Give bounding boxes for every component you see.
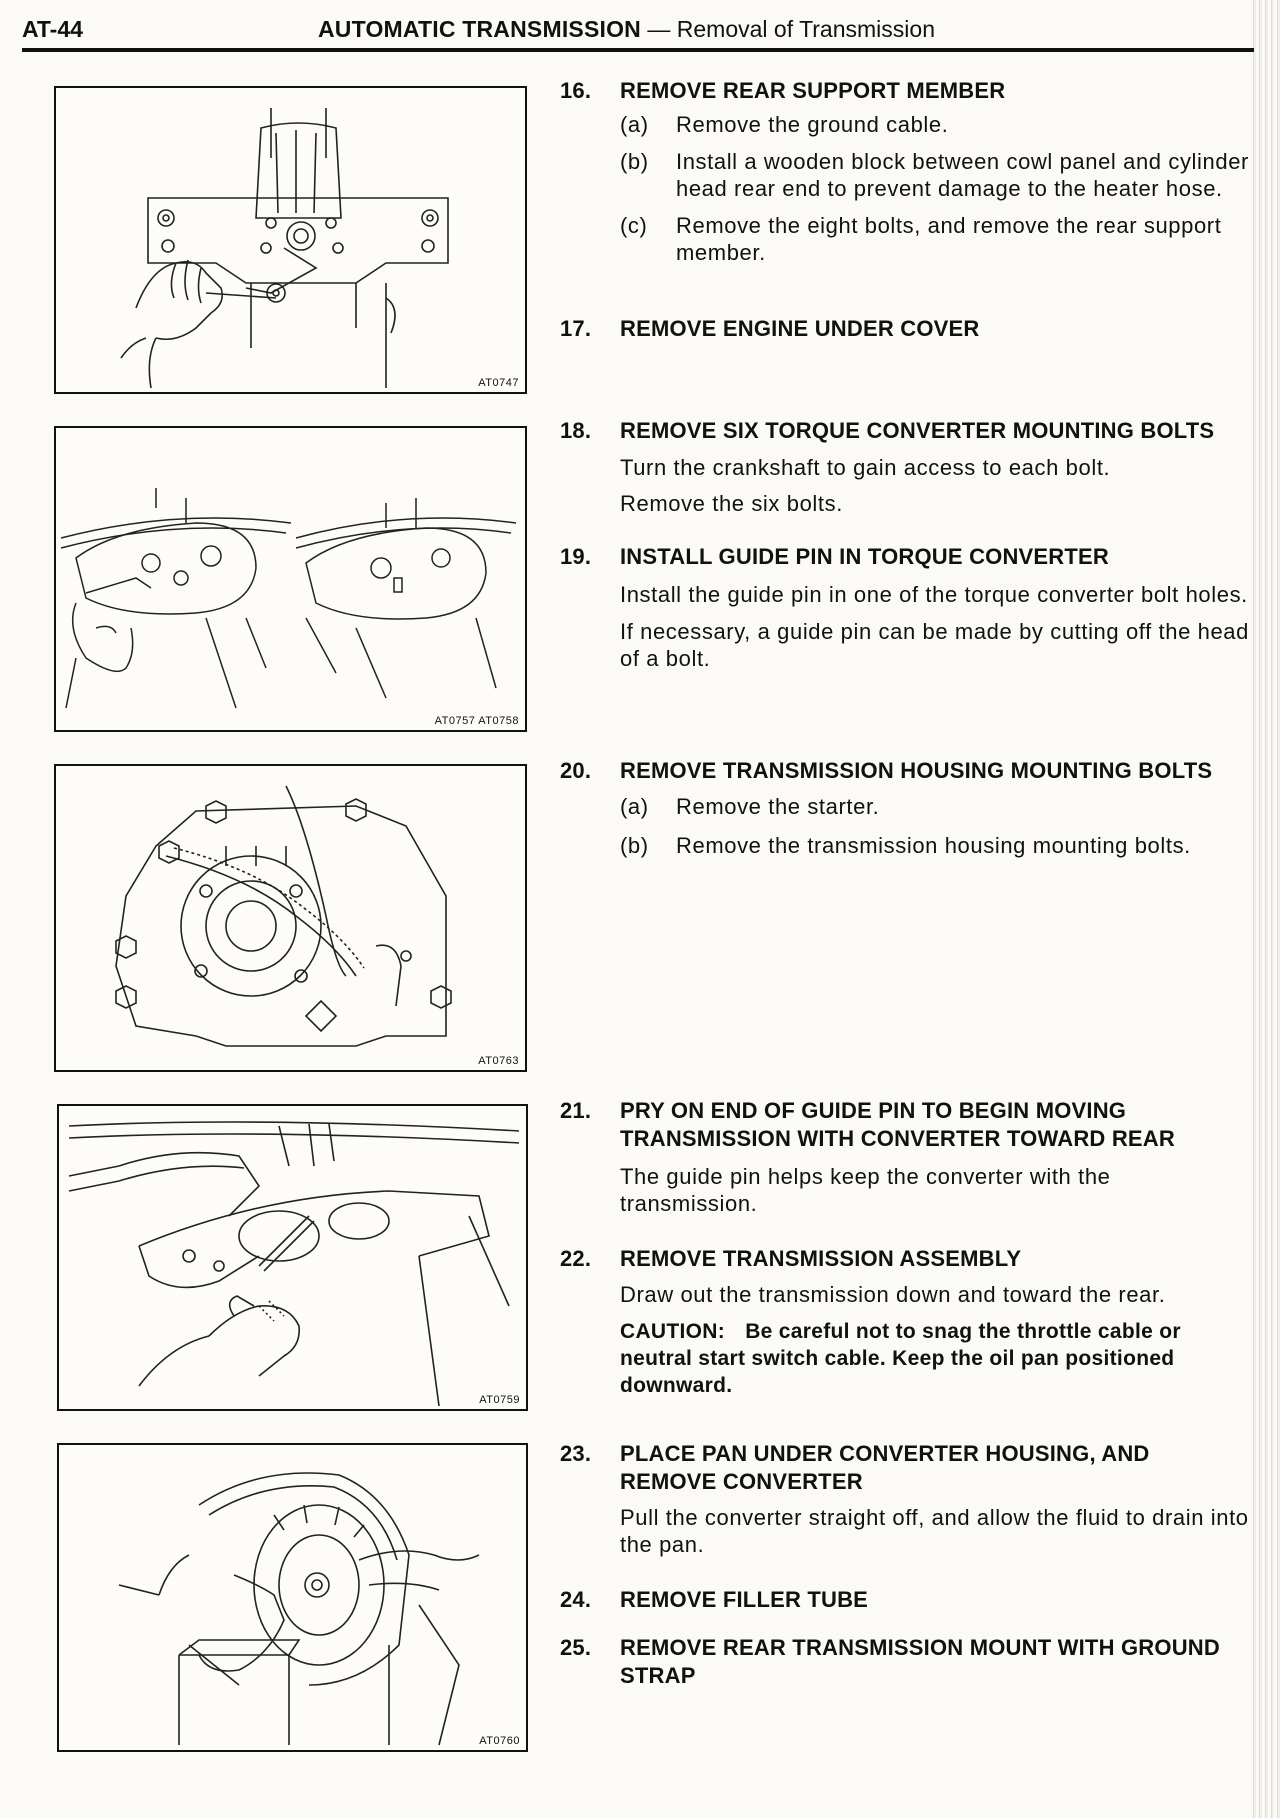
step-paragraph: Remove the six bolts.: [620, 491, 843, 516]
step-number: 20.: [560, 758, 592, 783]
step-heading: 25. REMOVE REAR TRANSMISSION MOUNT WITH …: [560, 1634, 1250, 1690]
step-number: 22.: [560, 1246, 592, 1271]
chapter-title: AUTOMATIC TRANSMISSION: [318, 16, 641, 42]
step-number: 16.: [560, 78, 592, 103]
step-title: REMOVE REAR SUPPORT MEMBER: [620, 78, 1006, 103]
page-edge-scan-shadow: [1250, 0, 1280, 1818]
figure-code: AT0757 AT0758: [434, 715, 519, 727]
step-paragraph: Draw out the transmission down and towar…: [620, 1282, 1166, 1307]
step-title: REMOVE ENGINE UNDER COVER: [620, 316, 980, 341]
caution-text: Be careful not to snag the throttle cabl…: [620, 1320, 1181, 1397]
step-paragraph: Turn the crankshaft to gain access to ea…: [620, 455, 1111, 480]
step-number: 23.: [560, 1441, 592, 1466]
substep-letter: (a): [620, 794, 649, 819]
step-24: 24. REMOVE FILLER TUBE: [560, 1586, 1250, 1614]
figure-code: AT0747: [478, 377, 519, 389]
caution-note: CAUTION: Be careful not to snag the thro…: [560, 1318, 1250, 1399]
step-heading: 22. REMOVE TRANSMISSION ASSEMBLY: [560, 1245, 1250, 1273]
step-19: 19. INSTALL GUIDE PIN IN TORQUE CONVERTE…: [560, 543, 1250, 672]
step-paragraph: Pull the converter straight off, and all…: [620, 1505, 1249, 1557]
figure-transmission-housing-bolts: AT0763: [54, 764, 527, 1072]
step-number: 21.: [560, 1098, 592, 1123]
step-paragraph: The guide pin helps keep the converter w…: [620, 1164, 1111, 1216]
step-title: PRY ON END OF GUIDE PIN TO BEGIN MOVING …: [620, 1098, 1175, 1151]
step-heading: 16. REMOVE REAR SUPPORT MEMBER: [560, 77, 1250, 105]
running-title: AUTOMATIC TRANSMISSION — Removal of Tran…: [318, 16, 935, 43]
step-heading: 23. PLACE PAN UNDER CONVERTER HOUSING, A…: [560, 1440, 1250, 1496]
step-title: REMOVE TRANSMISSION ASSEMBLY: [620, 1246, 1022, 1271]
step-23: 23. PLACE PAN UNDER CONVERTER HOUSING, A…: [560, 1440, 1250, 1558]
substep-letter: (b): [620, 149, 649, 174]
step-number: 24.: [560, 1587, 592, 1612]
step-title: REMOVE REAR TRANSMISSION MOUNT WITH GROU…: [620, 1635, 1220, 1688]
page-header: AT-44 AUTOMATIC TRANSMISSION — Removal o…: [22, 14, 1254, 52]
step-title: INSTALL GUIDE PIN IN TORQUE CONVERTER: [620, 544, 1109, 569]
step-22: 22. REMOVE TRANSMISSION ASSEMBLY Draw ou…: [560, 1245, 1250, 1399]
step-17: 17. REMOVE ENGINE UNDER COVER: [560, 315, 1250, 343]
substep-text: Remove the ground cable.: [676, 112, 949, 137]
step-title: REMOVE SIX TORQUE CONVERTER MOUNTING BOL…: [620, 418, 1215, 443]
step-paragraph: If necessary, a guide pin can be made by…: [620, 619, 1249, 671]
figure-rear-support-member: AT0747: [54, 86, 527, 394]
section-title: Removal of Transmission: [676, 16, 935, 42]
step-title: REMOVE FILLER TUBE: [620, 1587, 869, 1612]
illustration-remove-converter: [118, 1472, 480, 1746]
title-separator: —: [647, 16, 671, 42]
step-number: 19.: [560, 544, 592, 569]
substep-letter: (a): [620, 112, 649, 137]
figure-remove-converter: AT0760: [57, 1443, 528, 1752]
substep-text: Remove the transmission housing mounting…: [676, 833, 1191, 858]
step-16: 16. REMOVE REAR SUPPORT MEMBER (a) Remov…: [560, 77, 1250, 266]
step-heading: 18. REMOVE SIX TORQUE CONVERTER MOUNTING…: [560, 417, 1250, 445]
step-18: 18. REMOVE SIX TORQUE CONVERTER MOUNTING…: [560, 417, 1250, 517]
step-paragraph: Install the guide pin in one of the torq…: [620, 582, 1248, 607]
illustration-transmission-housing-bolts: [115, 785, 452, 1047]
substep: (a) Remove the starter.: [560, 793, 1250, 820]
substep: (c) Remove the eight bolts, and remove t…: [560, 212, 1250, 266]
caution-label: CAUTION:: [620, 1320, 726, 1343]
step-number: 18.: [560, 418, 592, 443]
figure-code: AT0763: [478, 1055, 519, 1067]
substep: (a) Remove the ground cable.: [560, 111, 1250, 138]
step-heading: 17. REMOVE ENGINE UNDER COVER: [560, 315, 1250, 343]
figure-code: AT0760: [479, 1735, 520, 1747]
substep-letter: (b): [620, 833, 649, 858]
substep-text: Remove the eight bolts, and remove the r…: [676, 213, 1222, 265]
step-heading: 21. PRY ON END OF GUIDE PIN TO BEGIN MOV…: [560, 1097, 1250, 1153]
step-title: PLACE PAN UNDER CONVERTER HOUSING, AND R…: [620, 1441, 1150, 1494]
illustration-rear-support-member: [120, 108, 449, 389]
step-heading: 24. REMOVE FILLER TUBE: [560, 1586, 1250, 1614]
illustration-torque-converter-bolts: [60, 488, 517, 709]
header-rule: [22, 48, 1254, 52]
step-25: 25. REMOVE REAR TRANSMISSION MOUNT WITH …: [560, 1634, 1250, 1690]
illustration-pry-guide-pin: [68, 1121, 520, 1407]
step-title: REMOVE TRANSMISSION HOUSING MOUNTING BOL…: [620, 758, 1213, 783]
step-21: 21. PRY ON END OF GUIDE PIN TO BEGIN MOV…: [560, 1097, 1250, 1217]
step-heading: 19. INSTALL GUIDE PIN IN TORQUE CONVERTE…: [560, 543, 1250, 571]
substep-text: Install a wooden block between cowl pane…: [676, 149, 1249, 201]
substep: (b) Remove the transmission housing moun…: [560, 832, 1250, 859]
figure-torque-converter-bolts: AT0757 AT0758: [54, 426, 527, 732]
figure-pry-guide-pin: AT0759: [57, 1104, 528, 1411]
step-20: 20. REMOVE TRANSMISSION HOUSING MOUNTING…: [560, 757, 1250, 859]
page-number: AT-44: [22, 16, 83, 42]
step-heading: 20. REMOVE TRANSMISSION HOUSING MOUNTING…: [560, 757, 1250, 785]
step-number: 25.: [560, 1635, 592, 1660]
substep-text: Remove the starter.: [676, 794, 880, 819]
figure-code: AT0759: [479, 1394, 520, 1406]
substep: (b) Install a wooden block between cowl …: [560, 148, 1250, 202]
step-number: 17.: [560, 316, 592, 341]
substep-letter: (c): [620, 213, 648, 238]
